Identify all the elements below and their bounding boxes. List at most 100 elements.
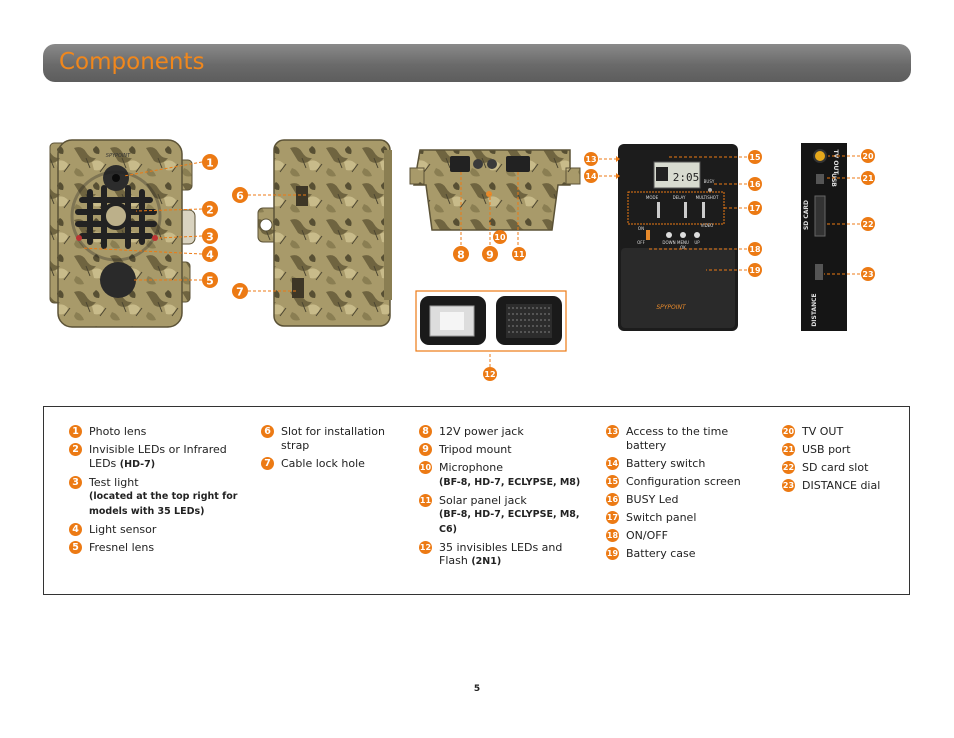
legend-number-badge: 9: [419, 443, 432, 456]
legend-number-badge: 7: [261, 456, 274, 470]
legend-number-badge: 18: [606, 528, 619, 542]
legend-item-label: BUSY Led: [626, 492, 679, 506]
legend-item-label: Switch panel: [626, 510, 697, 524]
legend-number-badge: 2: [69, 443, 82, 456]
callout-7: 7: [232, 283, 248, 299]
led-boards-inset: [415, 290, 567, 352]
svg-text:8: 8: [457, 249, 465, 262]
legend-item-label: Tripod mount: [439, 443, 512, 456]
legend-item-label: Solar panel jack: [439, 493, 527, 507]
panel-busy-label: BUSY: [704, 179, 715, 184]
components-illustration: SPYPOINT: [49, 139, 875, 381]
panel-brand: SPYPOINT: [656, 304, 687, 311]
callout-leader-lines: [81, 155, 860, 367]
svg-text:14: 14: [585, 172, 597, 181]
panel-mode-label: MODE: [646, 195, 659, 200]
callout-8: 8: [453, 246, 469, 262]
legend-number-badge: 10: [419, 461, 432, 474]
callout-11: 11: [512, 247, 526, 261]
panel-ok-label: OK: [680, 245, 686, 250]
callout-20: 20: [861, 149, 875, 163]
callout-19: 19: [748, 263, 762, 277]
camera-inside-panel: 2:05 BUSY MODE DELAY MULTISHOT VIDEO ON …: [618, 144, 738, 331]
legend-number-badge: 12: [419, 540, 432, 554]
legend-item-label: Slot for installation strap: [281, 425, 385, 452]
legend-item: 9 Tripod mount: [419, 443, 584, 457]
legend-item: 2 Invisible LEDs or Infrared LEDs (HD-7): [69, 443, 239, 471]
camera-side-view: [257, 139, 392, 327]
svg-text:2: 2: [206, 204, 214, 217]
svg-text:21: 21: [862, 174, 874, 183]
legend-number-badge: 16: [606, 492, 619, 506]
legend-item-label: Battery switch: [626, 456, 706, 470]
camera-side-strip: TV OUT USB SD CARD DISTANCE: [801, 143, 847, 331]
svg-text:16: 16: [749, 180, 761, 189]
callout-23: 23: [861, 267, 875, 281]
camera-front-view: SPYPOINT: [49, 139, 196, 328]
legend-number-badge: 21: [782, 443, 795, 456]
legend-item-label: Battery case: [626, 546, 696, 560]
legend-item-note: (located at the top right for models wit…: [89, 491, 238, 517]
svg-text:13: 13: [585, 155, 596, 164]
callout-9: 9: [482, 246, 498, 262]
legend-item: 16 BUSY Led: [606, 492, 756, 507]
legend-item-label: 35 invisibles LEDs and Flash: [439, 540, 563, 568]
legend-number-badge: 4: [69, 522, 82, 536]
svg-text:9: 9: [486, 249, 494, 262]
legend-number-badge: 22: [782, 461, 795, 474]
legend-number-badge: 13: [606, 425, 619, 438]
panel-video-label: VIDEO: [701, 223, 714, 228]
legend-number-badge: 19: [606, 546, 619, 560]
legend-number-badge: 3: [69, 475, 82, 489]
legend-item-label: Invisible LEDs or Infrared LEDs: [89, 443, 227, 470]
callout-6: 6: [232, 187, 248, 203]
legend-item-label: Microphone: [439, 461, 504, 474]
callout-1: 1: [202, 154, 218, 170]
callout-2: 2: [202, 201, 218, 217]
legend-item: 19 Battery case: [606, 546, 756, 561]
callout-4: 4: [202, 246, 218, 262]
svg-text:12: 12: [484, 370, 495, 379]
svg-text:18: 18: [749, 245, 761, 254]
legend-number-badge: 11: [419, 493, 432, 507]
panel-up-label: UP: [694, 240, 700, 245]
callout-21: 21: [861, 171, 875, 185]
legend-item-note: (BF-8, HD-7, ECLYPSE, M8, C6): [439, 509, 580, 535]
page-title: Components: [59, 49, 205, 75]
legend-number-badge: 15: [606, 474, 619, 488]
legend-item-label: Configuration screen: [626, 474, 741, 488]
svg-text:5: 5: [206, 275, 214, 288]
callout-18: 18: [748, 242, 762, 256]
side-tv-out-label: TV OUT: [832, 150, 839, 176]
callout-3: 3: [202, 228, 218, 244]
panel-menu-label: MENU: [677, 240, 689, 245]
svg-text:20: 20: [862, 152, 874, 161]
title-bar: Components: [43, 44, 911, 82]
legend-item-note: (HD-7): [119, 458, 156, 470]
camera-top-view: [409, 149, 581, 231]
svg-text:SPYPOINT: SPYPOINT: [106, 153, 131, 159]
legend-item-label: Cable lock hole: [281, 456, 365, 470]
callout-badges: 1 2 3 4 5 6 7 8 9 10 11 12 13 14 15 16 1…: [202, 149, 875, 381]
legend-number-badge: 20: [782, 425, 795, 438]
legend-item-label: USB port: [802, 443, 851, 456]
svg-text:3: 3: [206, 231, 214, 244]
panel-on-label: ON: [638, 226, 644, 231]
callout-15: 15: [748, 150, 762, 164]
svg-text:6: 6: [236, 190, 244, 203]
legend-item-label: Test light: [89, 475, 139, 489]
legend-item: 3 Test light (located at the top right for…: [69, 475, 239, 519]
